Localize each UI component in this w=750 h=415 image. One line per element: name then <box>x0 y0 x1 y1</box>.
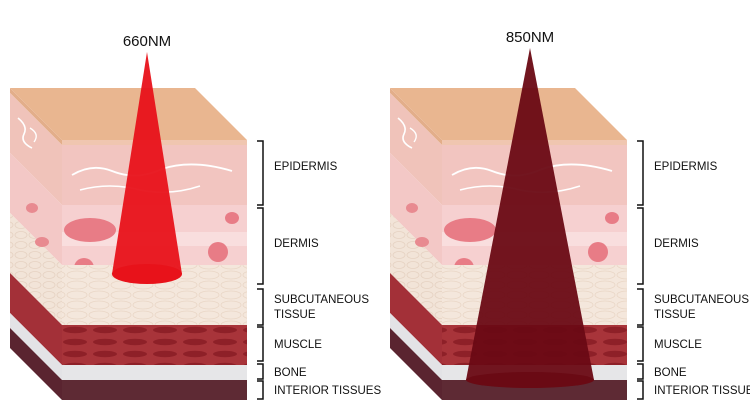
light-beam-850 <box>466 48 594 388</box>
light-beam-660 <box>112 52 182 284</box>
label-bone: BONE <box>274 367 307 379</box>
interior-layer <box>62 380 247 400</box>
block-side-face <box>10 88 62 400</box>
block-side-face <box>390 88 442 400</box>
layer-legend-850 <box>637 140 644 400</box>
label-muscle: MUSCLE <box>274 339 322 351</box>
label-tissue: TISSUE <box>274 309 316 321</box>
tissue-block-660: 660NM <box>10 33 247 400</box>
label-subcutaneous: SUBCUTANEOUS <box>654 294 749 306</box>
bone-layer <box>62 365 247 380</box>
label-bone: BONE <box>654 367 687 379</box>
wavelength-label: 850NM <box>506 29 554 46</box>
label-epidermis: EPIDERMIS <box>274 161 338 173</box>
label-epidermis: EPIDERMIS <box>654 161 718 173</box>
skin-top-surface <box>390 88 627 140</box>
label-interior-tissues: INTERIOR TISSUES <box>274 385 381 397</box>
tissue-block-850: 850NM <box>390 29 627 400</box>
label-tissue: TISSUE <box>654 309 696 321</box>
skin-top-surface <box>10 88 247 140</box>
wavelength-label: 660NM <box>123 33 171 50</box>
label-dermis: DERMIS <box>654 238 699 250</box>
layer-legend-660 <box>257 140 264 400</box>
label-interior-tissues: INTERIOR TISSUES <box>654 385 750 397</box>
label-muscle: MUSCLE <box>654 339 702 351</box>
label-dermis: DERMIS <box>274 238 319 250</box>
label-subcutaneous: SUBCUTANEOUS <box>274 294 369 306</box>
